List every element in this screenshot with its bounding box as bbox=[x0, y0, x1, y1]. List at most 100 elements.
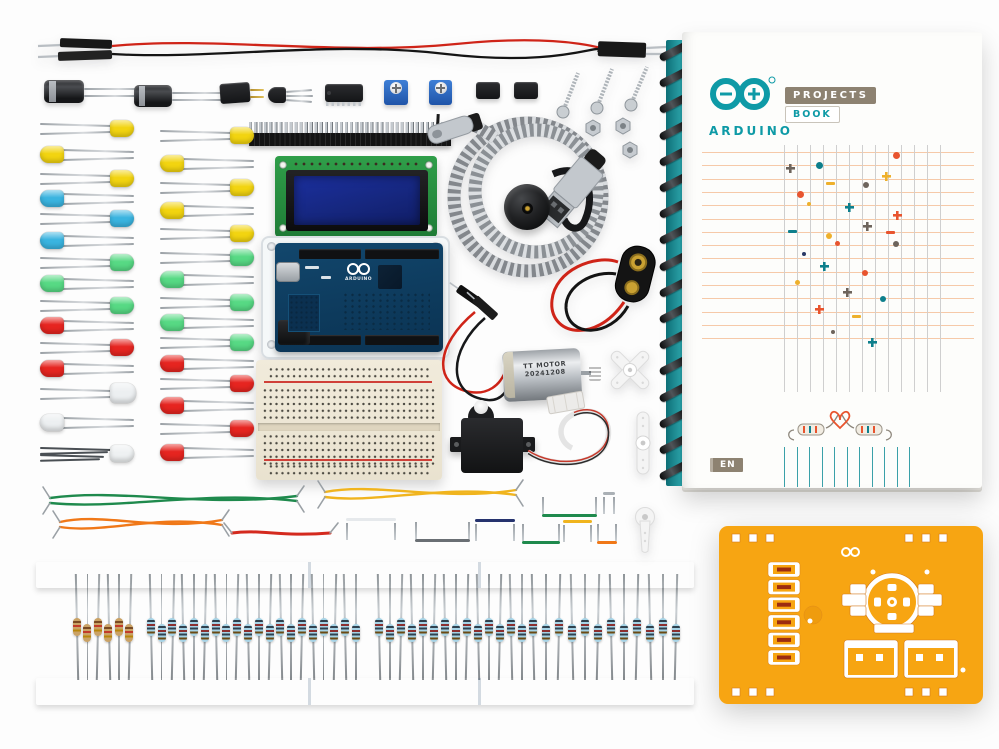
pattern-plus bbox=[843, 288, 852, 297]
wire-leg bbox=[558, 524, 560, 541]
capacitor-lead bbox=[172, 92, 227, 94]
transistor-lead bbox=[285, 99, 313, 103]
led-lead bbox=[39, 395, 113, 400]
led-lead bbox=[61, 148, 135, 153]
lcd-mount-hole bbox=[425, 161, 433, 169]
pattern-dot bbox=[893, 152, 900, 159]
led-lead bbox=[181, 365, 255, 370]
resistor-body bbox=[244, 624, 252, 642]
wire-leg bbox=[346, 523, 348, 540]
pattern-v-line bbox=[901, 145, 902, 392]
led-yellow bbox=[39, 170, 134, 188]
header-bar bbox=[249, 133, 451, 146]
pattern-v-line bbox=[810, 145, 811, 392]
resistor-body bbox=[495, 624, 504, 642]
lcd-mount-hole bbox=[425, 224, 433, 232]
resistor-body bbox=[83, 624, 92, 642]
led-lead bbox=[61, 277, 135, 282]
led-lead bbox=[61, 242, 135, 247]
uno-header-top bbox=[365, 249, 439, 259]
wire-bar bbox=[346, 518, 396, 521]
lcd-display bbox=[275, 156, 437, 237]
led-lead bbox=[39, 220, 113, 225]
led-yellow bbox=[39, 120, 134, 138]
pattern-dot bbox=[802, 252, 806, 256]
resistor-body bbox=[298, 618, 306, 636]
projects-badge: PROJECTS bbox=[785, 87, 877, 104]
potentiometer-1 bbox=[384, 78, 410, 108]
bb-rail-top bbox=[268, 366, 430, 379]
base-screw bbox=[267, 242, 276, 251]
slot-cutout bbox=[777, 602, 791, 607]
led-green bbox=[159, 249, 254, 267]
led-red bbox=[40, 317, 135, 335]
wire-u-green bbox=[522, 524, 560, 546]
wire-leg bbox=[613, 497, 615, 514]
lcd-screen bbox=[294, 176, 420, 225]
lcd-pin-row bbox=[292, 160, 420, 168]
ic-legs bbox=[326, 102, 363, 106]
led-lead bbox=[39, 130, 113, 135]
pattern-plus bbox=[868, 338, 877, 347]
ic-notch bbox=[327, 91, 331, 95]
capacitor-lead bbox=[84, 88, 142, 90]
led-lead bbox=[61, 362, 135, 367]
lcd-mount-hole bbox=[279, 224, 287, 232]
led-head bbox=[110, 383, 136, 403]
brand-text: ARDUINO bbox=[709, 124, 793, 138]
pattern-h-line bbox=[702, 311, 974, 313]
resistor-body bbox=[429, 624, 438, 642]
led-head bbox=[110, 254, 134, 271]
led-head bbox=[110, 339, 134, 356]
led-lead bbox=[159, 259, 233, 264]
led-clear bbox=[39, 383, 136, 403]
wifi-module bbox=[288, 294, 320, 332]
led-head bbox=[40, 190, 64, 207]
electrolytic-capacitor-2 bbox=[134, 85, 234, 111]
resistor-body bbox=[418, 618, 427, 636]
pattern-dash bbox=[852, 315, 861, 318]
led-lead bbox=[159, 422, 233, 427]
pattern-teal-tick bbox=[884, 447, 886, 487]
led-green bbox=[159, 334, 254, 352]
led-lead bbox=[39, 457, 101, 462]
machine-screws bbox=[556, 66, 649, 119]
motor-shaft bbox=[581, 371, 591, 375]
led-head bbox=[230, 249, 254, 266]
led-lead bbox=[181, 212, 255, 217]
led-lead bbox=[39, 122, 113, 127]
wire-pair-yellow bbox=[317, 479, 524, 509]
pattern-h-line bbox=[702, 165, 974, 167]
pattern-plus bbox=[815, 305, 824, 314]
book-cover: ARDUINO PROJECTS BOOK EN bbox=[682, 32, 982, 488]
ic-body bbox=[325, 84, 363, 102]
led-head bbox=[40, 232, 64, 249]
led-blue bbox=[39, 210, 134, 228]
resistor-body bbox=[200, 624, 209, 642]
led-red bbox=[160, 397, 255, 415]
led-yellow bbox=[40, 146, 135, 164]
motor-pulley bbox=[589, 365, 601, 381]
pattern-plus bbox=[820, 262, 829, 271]
servo-horn-cross bbox=[610, 350, 650, 390]
pattern-h-line bbox=[702, 258, 974, 260]
led-lead bbox=[181, 316, 255, 321]
led-green bbox=[160, 314, 255, 332]
led-lead bbox=[61, 285, 135, 290]
led-lead bbox=[61, 327, 135, 332]
pattern-h-line bbox=[702, 152, 974, 153]
potentiometer-2 bbox=[429, 78, 455, 108]
led-red bbox=[160, 444, 255, 462]
led-head bbox=[230, 225, 254, 242]
resistor-body bbox=[580, 618, 589, 636]
wire-n-white bbox=[346, 518, 396, 540]
led-lead bbox=[159, 304, 233, 309]
pattern-teal-tick bbox=[784, 447, 786, 487]
wire-leg bbox=[603, 497, 605, 514]
wire-leg bbox=[522, 524, 524, 541]
puzzle-cutouts bbox=[841, 583, 943, 634]
led-green bbox=[160, 271, 255, 289]
buzzer-hole bbox=[522, 203, 533, 214]
led-yellow bbox=[159, 127, 254, 145]
resistor-body bbox=[276, 618, 285, 636]
